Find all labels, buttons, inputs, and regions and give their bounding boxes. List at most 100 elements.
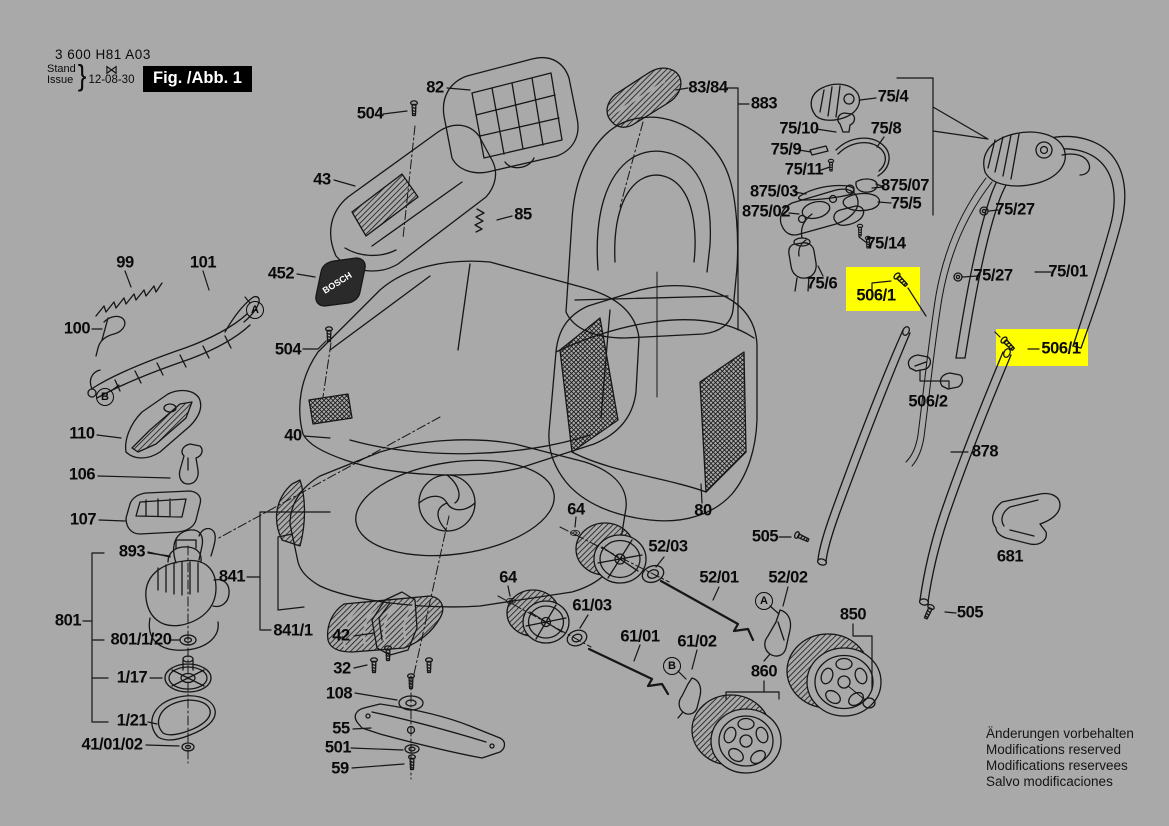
part-label-64: 64 [567,500,585,519]
part-label-875-03: 875/03 [749,182,799,201]
part-label-75-9: 75/9 [770,140,802,159]
part-label-75-5: 75/5 [890,194,922,213]
part-label-506-2: 506/2 [908,392,948,411]
part-label-52-01: 52/01 [699,568,739,587]
part-label-506-1: 506/1 [856,286,896,305]
part-label-452: 452 [267,264,295,283]
part-label-75-27: 75/27 [973,266,1013,285]
document-part-number: 3 600 H81 A03 [55,47,151,62]
brace-glyph: } [77,57,87,93]
part-drawing-spring-85 [474,208,485,233]
part-label-883: 883 [750,94,778,113]
part-drawing-clips [907,206,989,390]
part-drawing-lid-883 [565,116,739,339]
part-label-801-1-20: 801/1/20 [110,630,172,649]
part-label-75-6: 75/6 [806,274,838,293]
part-label-875-02: 875/02 [741,202,791,221]
part-drawing-upper-housing-40 [299,260,640,476]
part-drawing-mulch-flap-42 [371,591,418,656]
part-label-32: 32 [333,659,351,678]
part-label-801: 801 [54,611,82,630]
part-drawing-switch-parts-cluster [779,83,890,292]
stand-issue-block: Stand Issue } ⋈ 12-08-30 [47,57,135,93]
part-label-841: 841 [218,567,246,586]
part-label-506-1: 506/1 [1041,339,1081,358]
part-label-59: 59 [331,759,349,778]
part-label-75-8: 75/8 [870,119,902,138]
part-drawing-basket-80 [548,271,758,522]
part-label-75-14: 75/14 [866,234,906,253]
valid-from-icon: ⋈ [104,62,118,77]
part-label-61-02: 61/02 [677,632,717,651]
part-label-505: 505 [956,603,984,622]
part-label-860: 860 [750,662,778,681]
part-drawing-motor-cover-43 [330,124,497,272]
part-label-75-27: 75/27 [995,200,1035,219]
part-label-80: 80 [694,501,712,520]
part-label-1-17: 1/17 [116,668,148,687]
highlight-boxes [846,267,1088,366]
part-drawing-wheel-front-upper [575,522,647,584]
part-label-505: 505 [751,527,779,546]
part-drawing-wheel-rear-860 [691,694,782,774]
part-drawing-lower-handle-878 [816,326,1012,606]
part-drawing-axles [566,564,792,719]
callout-circle-a: A [755,592,773,610]
part-label-75-11: 75/11 [784,160,824,179]
part-label-108: 108 [325,684,353,703]
part-label-101: 101 [189,253,217,272]
construction-lines [187,121,670,780]
part-drawing-spring-99 [95,282,163,317]
part-drawing-upper-handle-75-01 [905,131,1126,467]
part-drawing-logo-plate-452: BOSCH [315,257,366,307]
issue-label: Issue [47,74,74,86]
notice-line-fr: Modifications reservees [986,758,1128,773]
part-drawing-comb-841-1 [326,595,444,653]
part-label-107: 107 [69,510,97,529]
part-label-82: 82 [426,78,444,97]
part-label-61-01: 61/01 [620,627,660,646]
part-drawing-part-106 [178,443,203,485]
part-label-64: 64 [499,568,517,587]
screw-505-left [793,530,811,545]
part-label-61-03: 61/03 [572,596,612,615]
screw-504-top [409,100,419,117]
callout-circle-b: B [663,657,681,675]
part-drawing-wire-100 [95,315,126,357]
part-drawing-grip-83-84 [606,67,682,128]
part-label-40: 40 [284,426,302,445]
part-label-83-84: 83/84 [688,78,728,97]
part-drawing-deck-841 [275,439,627,608]
part-drawing-tray-107 [125,490,202,535]
part-label-100: 100 [63,319,91,338]
modifications-notice: Änderungen vorbehalten Modifications res… [986,726,1134,790]
part-drawing-wedge-110 [124,389,202,459]
part-label-1-21: 1/21 [116,711,148,730]
part-label-681: 681 [996,547,1024,566]
issue-date: 12-08-30 [88,74,135,86]
part-label-875-07: 875/07 [880,176,930,195]
part-label-55: 55 [332,719,350,738]
part-drawing-belt-1-21 [151,695,216,741]
part-label-841-1: 841/1 [273,621,313,640]
part-label-893: 893 [118,542,146,561]
callout-circle-b: B [96,388,114,406]
part-label-75-10: 75/10 [779,119,819,138]
stand-label: Stand [47,63,76,75]
part-label-501: 501 [324,738,352,757]
part-label-106: 106 [68,465,96,484]
part-drawing-flap-681 [991,492,1061,546]
part-label-41-01-02: 41/01/02 [81,735,143,754]
figure-title-badge: Fig. /Abb. 1 [143,66,252,92]
part-drawing-wheel-rear-850 [786,633,882,717]
notice-line-en: Modifications reserved [986,742,1122,757]
screw-59 [407,754,417,771]
part-label-504: 504 [356,104,384,123]
screw-75-14-a [856,223,864,237]
bracket-lines [82,77,989,725]
screw-32-a [369,657,379,674]
part-drawing-blade-55 [354,703,506,759]
part-label-43: 43 [313,170,331,189]
